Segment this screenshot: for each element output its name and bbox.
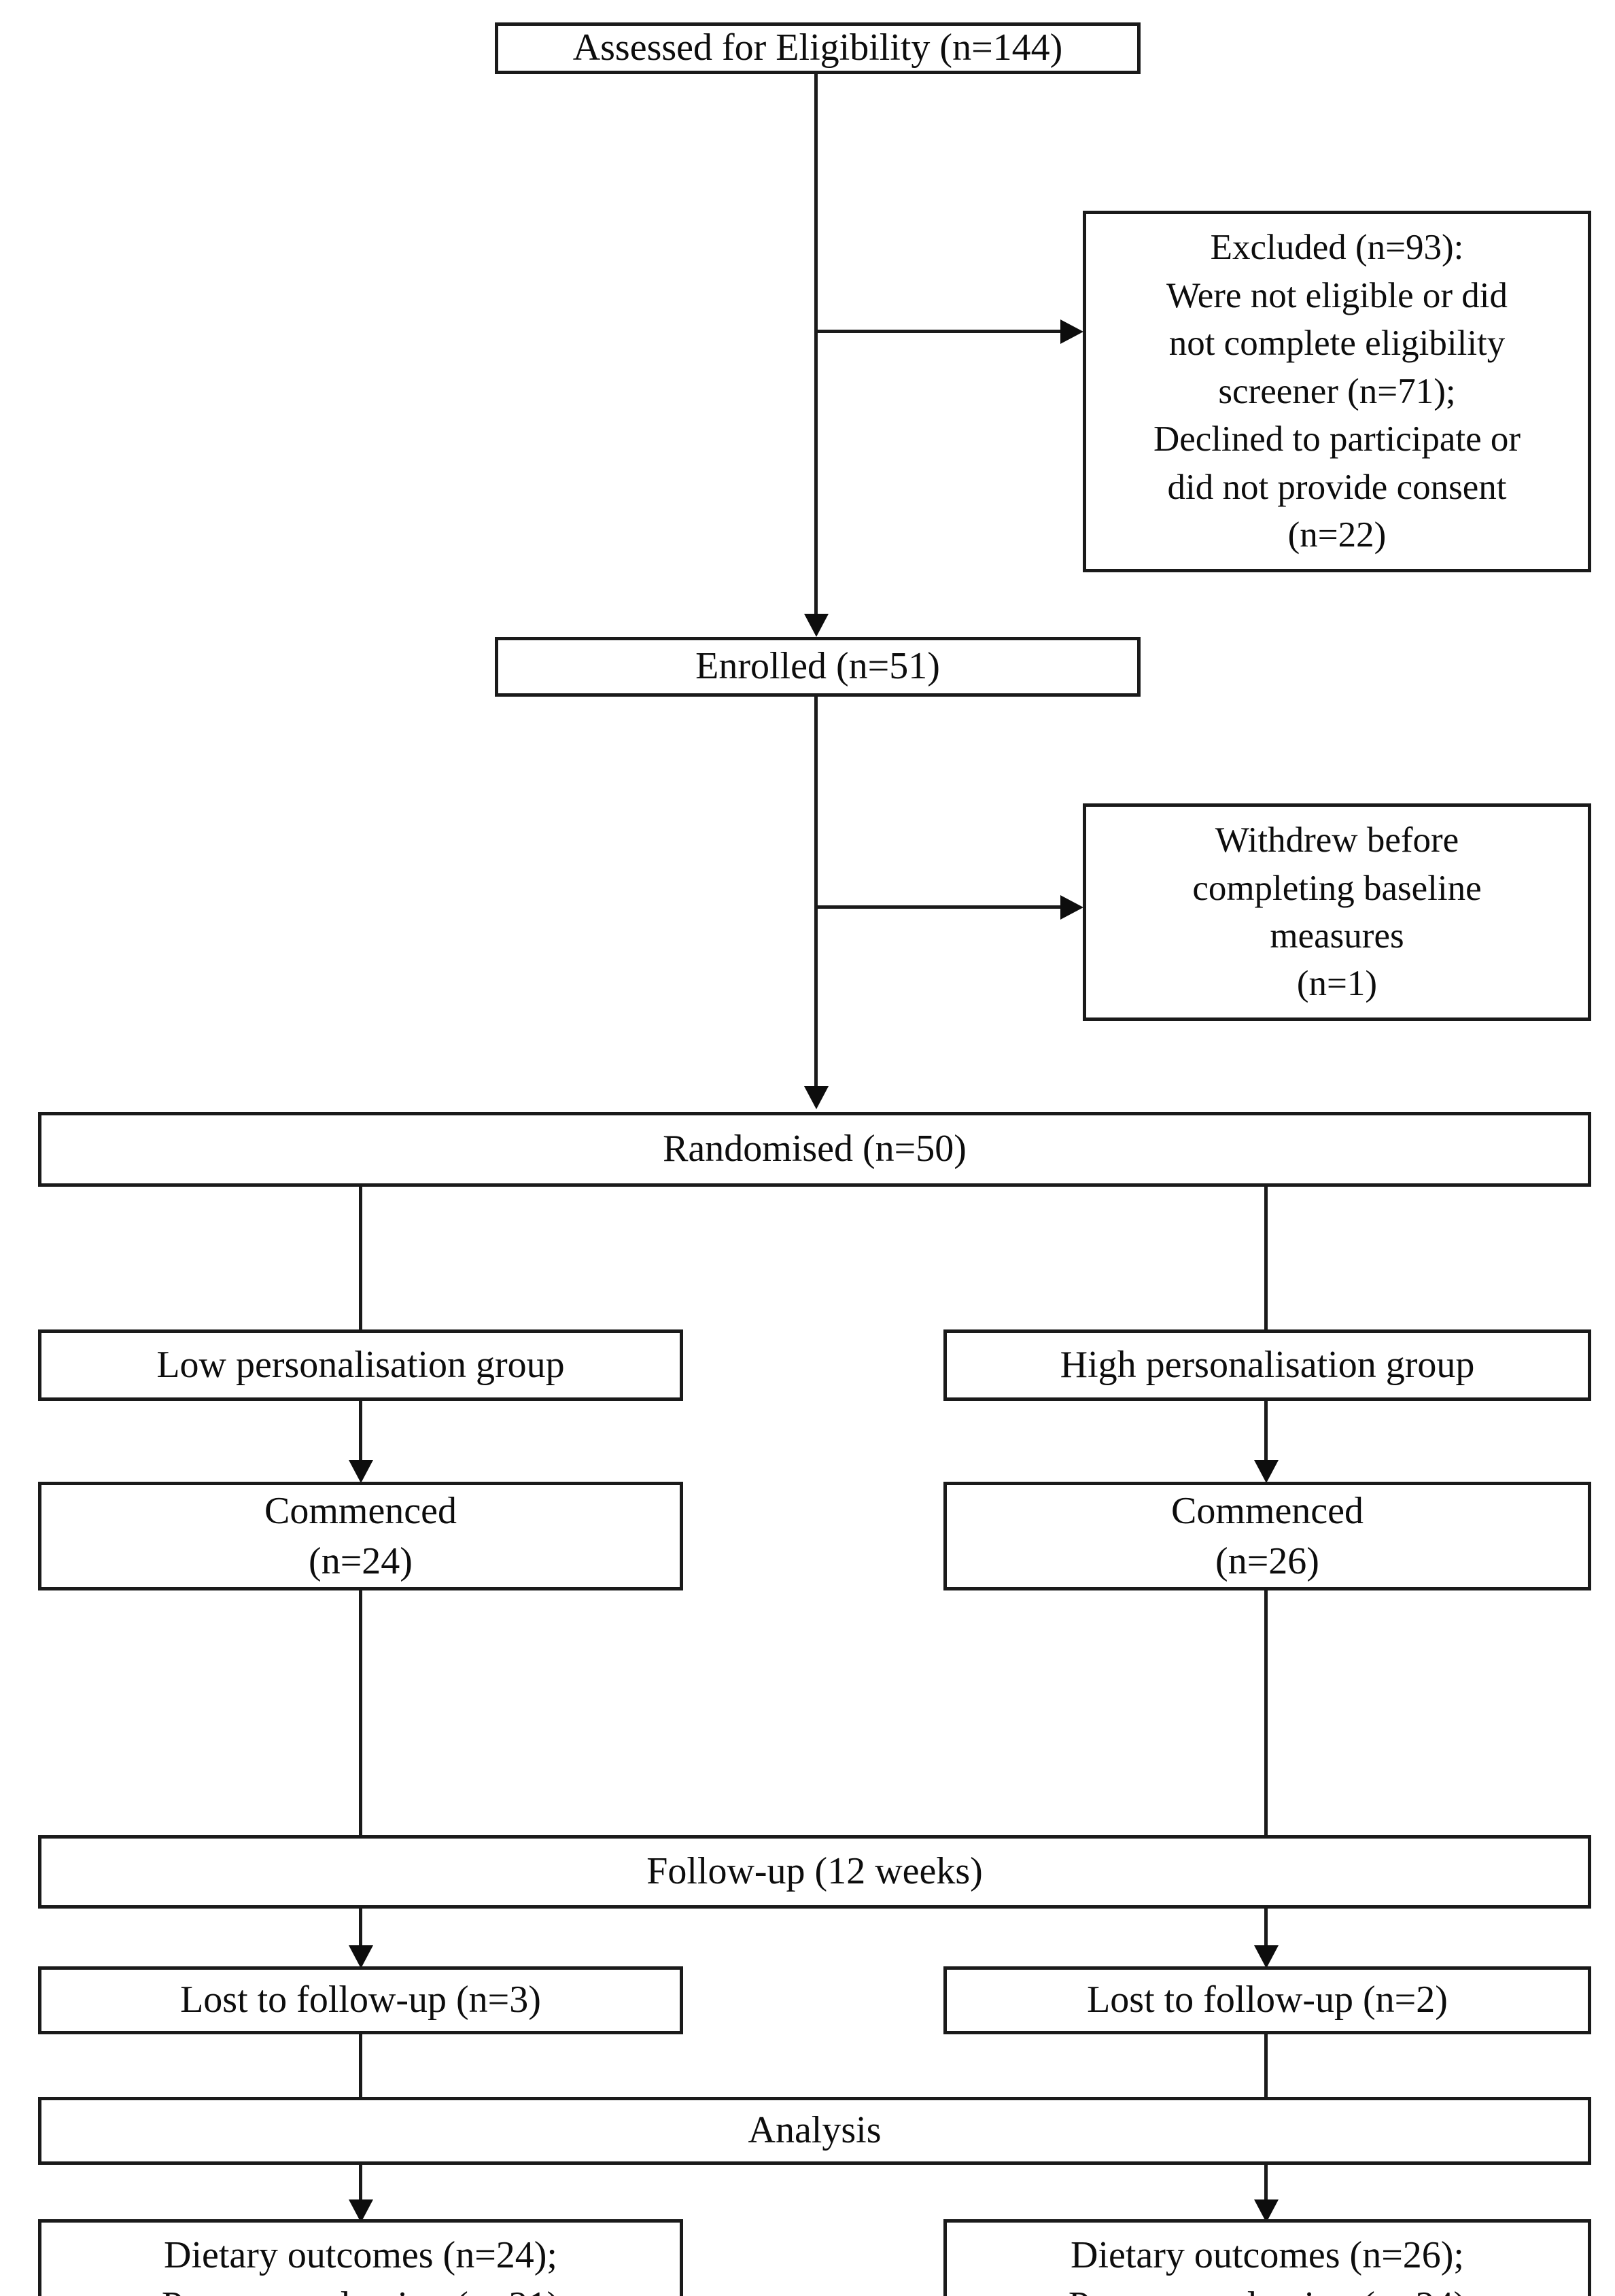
connector-high-group-to-commenced xyxy=(1264,1401,1268,1469)
box-high-commenced: Commenced (n=26) xyxy=(943,1482,1591,1590)
box-high-personalisation-group: High personalisation group xyxy=(943,1329,1591,1401)
arrowhead-withdrew xyxy=(1060,895,1083,920)
arrowhead-randomised xyxy=(804,1086,829,1109)
box-high-outcomes: Dietary outcomes (n=26); Process evaluat… xyxy=(943,2219,1591,2296)
connector-followup-to-low-lost xyxy=(359,1909,362,1956)
arrowhead-low-lost xyxy=(349,1945,373,1968)
connector-assessed-to-excluded xyxy=(814,330,1071,333)
connector-randomised-to-high-group xyxy=(1264,1187,1268,1329)
arrowhead-enrolled xyxy=(804,614,829,637)
arrowhead-excluded xyxy=(1060,319,1083,344)
box-assessed-for-eligibility: Assessed for Eligibility (n=144) xyxy=(495,22,1141,74)
box-excluded: Excluded (n=93): Were not eligible or di… xyxy=(1083,211,1591,572)
box-withdrew-before-baseline: Withdrew before completing baseline meas… xyxy=(1083,803,1591,1021)
connector-assessed-to-enrolled xyxy=(814,74,818,626)
arrowhead-high-commenced xyxy=(1254,1460,1279,1483)
connector-followup-to-high-lost xyxy=(1264,1909,1268,1956)
connector-high-commenced-to-followup xyxy=(1264,1590,1268,1842)
box-low-lost-to-followup: Lost to follow-up (n=3) xyxy=(38,1966,683,2034)
box-high-lost-to-followup: Lost to follow-up (n=2) xyxy=(943,1966,1591,2034)
arrowhead-low-commenced xyxy=(349,1460,373,1483)
box-low-commenced: Commenced (n=24) xyxy=(38,1482,683,1590)
box-low-personalisation-group: Low personalisation group xyxy=(38,1329,683,1401)
box-follow-up: Follow-up (12 weeks) xyxy=(38,1835,1591,1909)
arrowhead-high-outcomes xyxy=(1254,2199,1279,2223)
box-low-outcomes: Dietary outcomes (n=24); Process evaluat… xyxy=(38,2219,683,2296)
connector-low-group-to-commenced xyxy=(359,1401,362,1469)
arrowhead-low-outcomes xyxy=(349,2199,373,2223)
box-analysis: Analysis xyxy=(38,2097,1591,2165)
connector-enrolled-to-randomised xyxy=(814,697,818,1098)
connector-high-lost-to-analysis xyxy=(1264,2034,1268,2101)
connector-randomised-to-low-group xyxy=(359,1187,362,1329)
connector-analysis-to-low-outcomes xyxy=(359,2165,362,2208)
connector-low-commenced-to-followup xyxy=(359,1590,362,1842)
connector-low-lost-to-analysis xyxy=(359,2034,362,2101)
box-randomised: Randomised (n=50) xyxy=(38,1112,1591,1187)
arrowhead-high-lost xyxy=(1254,1945,1279,1968)
box-enrolled: Enrolled (n=51) xyxy=(495,637,1141,697)
connector-analysis-to-high-outcomes xyxy=(1264,2165,1268,2208)
connector-enrolled-to-withdrew xyxy=(814,905,1071,909)
